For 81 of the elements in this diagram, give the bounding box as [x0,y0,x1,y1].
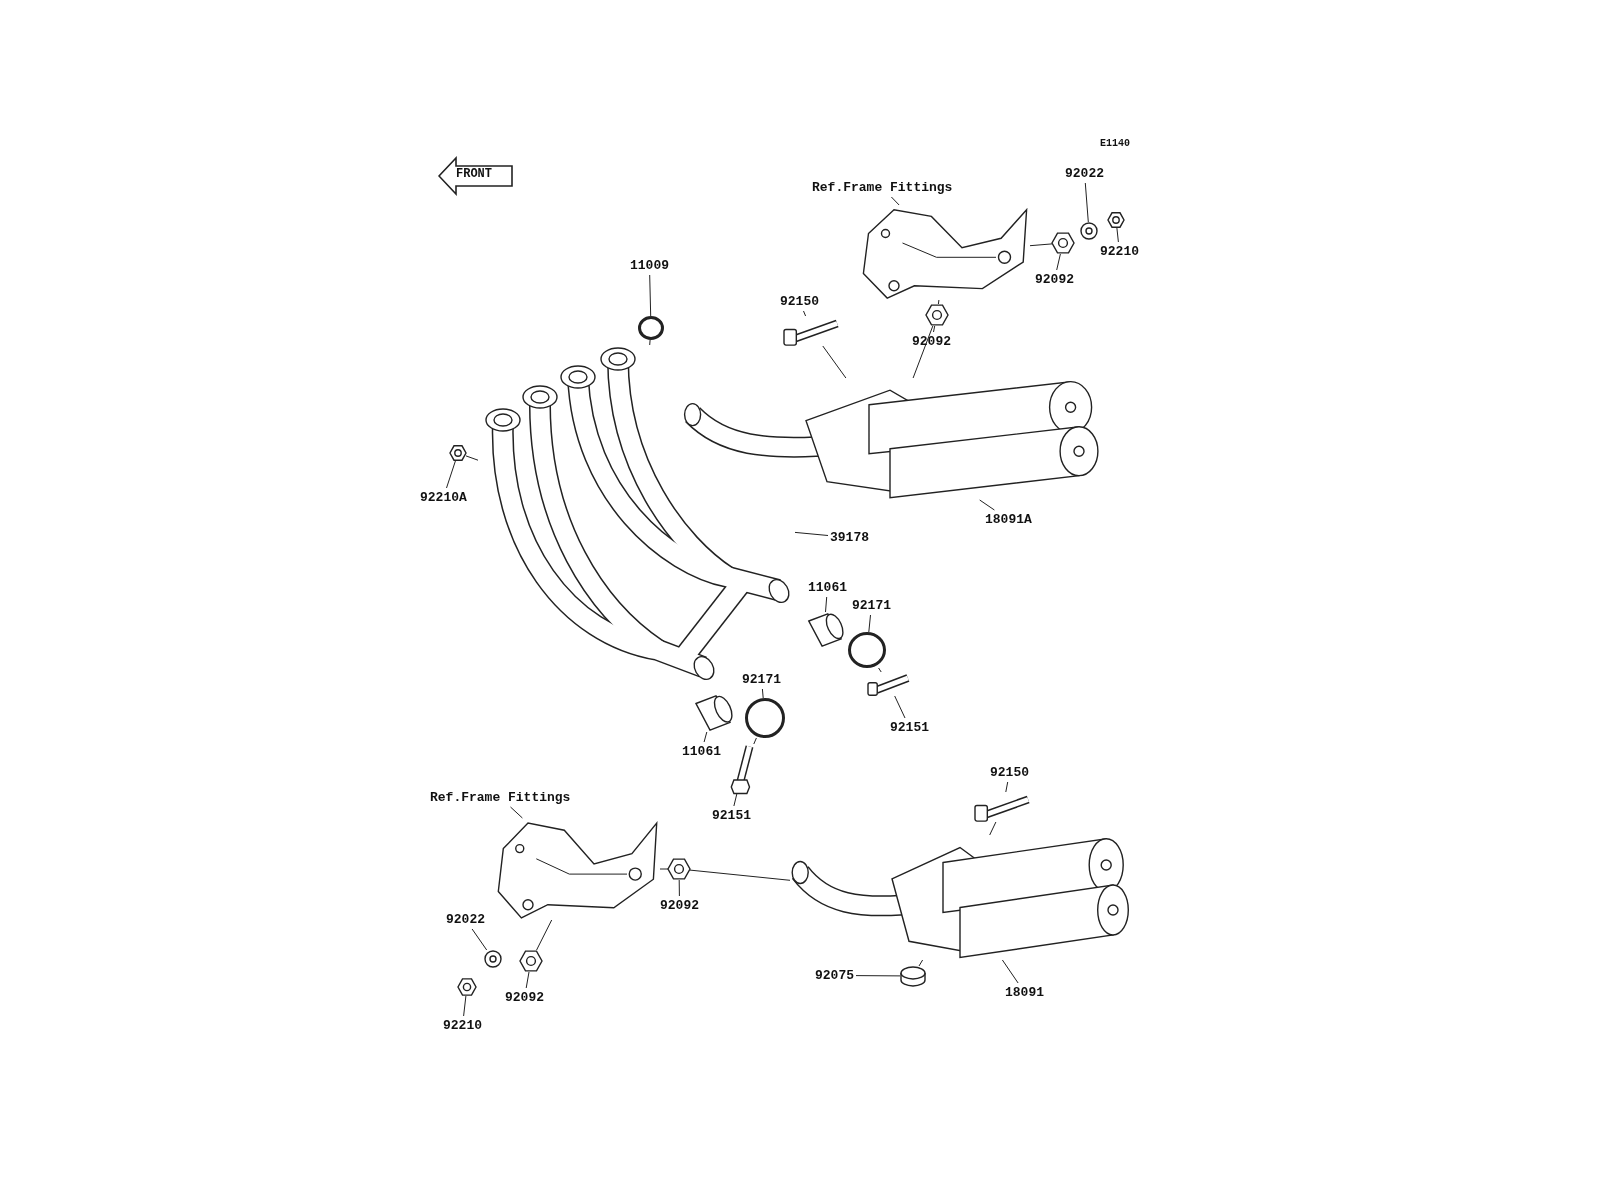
leader-line [446,460,456,489]
sleeve-drawing [805,612,843,648]
leader-line [1056,253,1061,271]
callout-number: 92150 [780,294,819,309]
callout-number: 92022 [446,912,485,927]
assembly-line [689,869,791,881]
callout-number: 92092 [660,898,699,913]
leader-line [1116,227,1119,243]
leader-line [471,928,488,951]
leader-line [525,971,530,989]
muffler-drawing [790,835,1130,960]
leader-line [678,879,680,897]
gasket-drawing [638,316,664,340]
leader-line [868,614,871,633]
callout-number: 92092 [912,334,951,349]
reference-label: Ref.Frame Fittings [812,180,953,195]
nut-drawing [520,950,542,972]
assembly-line [878,667,882,673]
callout-number: 39178 [830,530,869,545]
leader-line [855,975,901,977]
assembly-line [918,959,924,967]
nut-drawing [1052,232,1074,254]
leader-line [703,731,708,743]
leader-line [1005,781,1009,793]
callout-number: 92022 [1065,166,1104,181]
assembly-line [536,919,553,951]
washer-drawing [484,950,502,968]
clamp-drawing [745,698,785,738]
callout-number: 92075 [815,968,854,983]
leader-line [894,695,906,719]
callout-number: 92151 [712,808,751,823]
plug-drawing [900,966,926,986]
leader-line [510,806,523,819]
leader-line [890,196,900,206]
clamp-drawing [848,632,886,668]
assembly-line [659,868,669,870]
bolt-drawing [730,744,756,794]
leader-line [649,274,652,317]
assembly-line [937,299,940,305]
callout-number: 92210 [1100,244,1139,259]
sleeve-drawing [692,694,732,732]
reference-label: Ref.Frame Fittings [430,790,571,805]
assembly-line [912,325,934,379]
drawing-code: E1140 [1100,137,1130,151]
bolt-drawing [868,672,910,696]
assembly-line [753,737,757,745]
leader-line [761,688,764,699]
leader-line [803,310,807,317]
leader-line [1001,959,1019,984]
callout-number: 92210A [420,490,467,505]
callout-number: 92210 [443,1018,482,1033]
direction-label: FRONT [456,167,492,182]
leader-line [733,793,738,807]
nut-drawing [668,858,690,880]
callout-number: 92151 [890,720,929,735]
assembly-line [822,345,847,379]
callout-number: 11009 [630,258,669,273]
assembly-line [649,339,651,346]
nut-drawing [1108,212,1124,228]
nut-drawing [458,978,476,996]
leader-line [825,596,828,613]
leader-line [463,995,467,1017]
callout-number: 92171 [742,672,781,687]
callout-number: 18091 [1005,985,1044,1000]
callout-number: 92171 [852,598,891,613]
washer-drawing [1080,222,1098,240]
leader-line [1084,182,1089,223]
assembly-line [1029,243,1053,247]
leader-line [794,531,829,536]
assembly-line [989,821,997,836]
nut-drawing [450,445,466,461]
callout-number: 11061 [682,744,721,759]
callout-number: 18091A [985,512,1032,527]
callout-number: 92092 [1035,272,1074,287]
leader-line [933,325,936,333]
nut-drawing [926,304,948,326]
callout-number: 11061 [808,580,847,595]
assembly-line [465,455,479,461]
callout-number: 92150 [990,765,1029,780]
callout-number: 92092 [505,990,544,1005]
leader-line [979,499,995,511]
